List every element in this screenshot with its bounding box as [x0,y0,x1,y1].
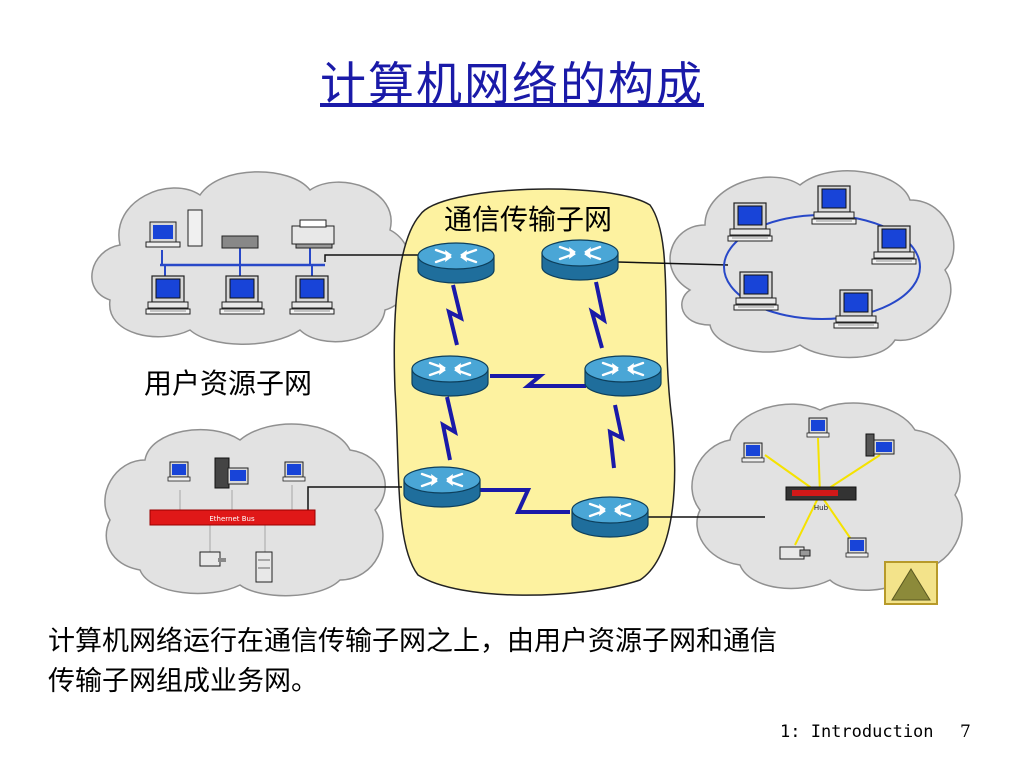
pc-icon [833,289,879,329]
ethernet-bus [149,509,316,526]
pc-icon [282,461,306,482]
comm-subnet-label: 通信传输子网 [444,203,612,236]
server-icon [255,551,273,583]
router-mid-right [583,354,663,398]
user-subnet-label: 用户资源子网 [144,367,312,400]
lan-top-right-ring [723,185,921,329]
pc-icon [845,537,869,558]
printer-icon [291,219,335,249]
router-mid-left [410,354,490,398]
pc-icon [289,275,335,315]
lan-bottom-left: Ethernet Bus [149,457,316,583]
pc-icon [167,461,191,482]
triangle-up-icon [891,568,931,601]
next-slide-button[interactable] [884,561,938,605]
ethernet-bus-label: Ethernet Bus [209,515,255,523]
lan-bottom-right: Hub [741,417,895,560]
hub-label: Hub [814,504,829,512]
server-icon [214,457,249,489]
hub-icon [221,235,259,249]
printer-icon [199,551,226,567]
router-bottom-right [570,495,650,539]
pc-icon [727,202,773,242]
router-top-left [416,241,496,285]
page-title: 计算机网络的构成 [320,57,704,111]
pc-icon [871,225,917,265]
pc-icon [733,271,779,311]
workstation-icon [145,209,203,248]
pc-icon [145,275,191,315]
pc-icon [811,185,857,225]
caption: 计算机网络运行在通信传输子网之上，由用户资源子网和通信 传输子网组成业务网。 [48,622,988,702]
pc-icon [219,275,265,315]
router-bottom-left [402,465,482,509]
cloud-top-left [91,171,413,345]
pc-icon [806,417,830,438]
page-number: 7 [960,722,971,742]
caption-line-2: 传输子网组成业务网。 [48,666,318,697]
hub-icon [785,486,857,501]
lan-top-left [145,209,335,315]
access-links [307,254,765,518]
printer-icon [779,546,811,560]
router-top-right [540,238,620,282]
backbone-links [440,281,625,514]
pc-icon [741,442,765,463]
footer-section-label: 1: Introduction [780,722,934,742]
server-icon [865,433,895,457]
caption-line-1: 计算机网络运行在通信传输子网之上，由用户资源子网和通信 [48,626,777,657]
